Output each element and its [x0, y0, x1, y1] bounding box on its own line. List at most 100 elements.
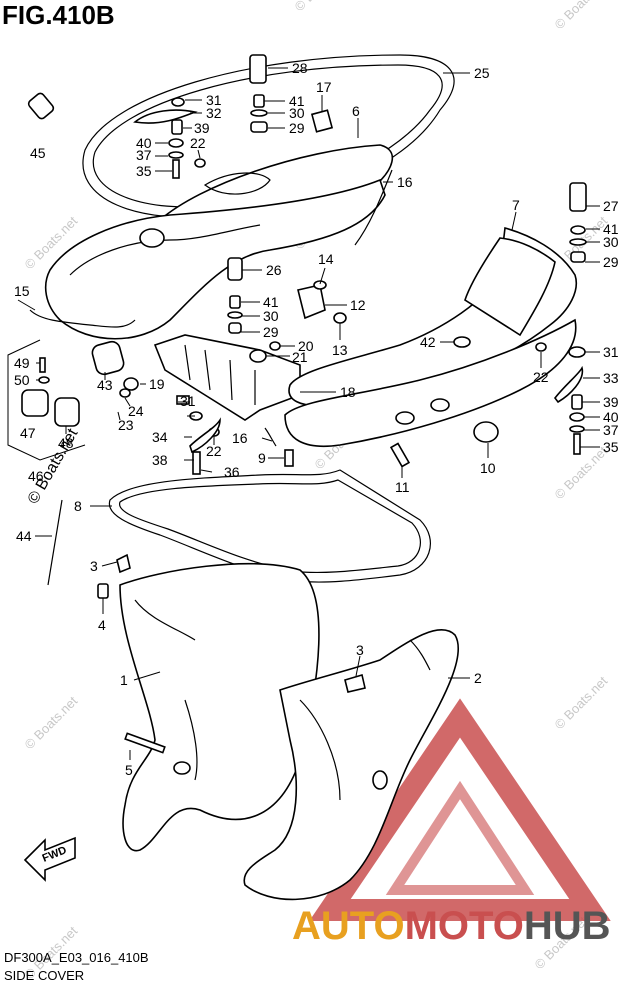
callout-13: 13 — [332, 342, 348, 358]
callout-39: 39 — [194, 120, 210, 136]
callout-37: 37 — [136, 147, 152, 163]
watermark-text: © Boats.net — [292, 0, 351, 14]
callout-23: 23 — [118, 417, 134, 433]
callout-28: 28 — [292, 60, 308, 76]
callout-42: 42 — [420, 334, 436, 350]
callout-27: 27 — [603, 198, 619, 214]
brand-logo-triangle — [309, 698, 611, 921]
upper-side-pan — [44, 178, 386, 340]
callout-29c: 29 — [263, 324, 279, 340]
callout-41: 41 — [289, 93, 305, 109]
seal-frame-part-8 — [108, 469, 431, 583]
callout-30b: 30 — [603, 234, 619, 250]
callout-3a: 3 — [90, 558, 98, 574]
callout-44: 44 — [16, 528, 32, 544]
callout-32: 32 — [206, 105, 222, 121]
callout-22: 22 — [190, 135, 206, 151]
callout-48: 48 — [58, 435, 74, 451]
cover-6-recess — [203, 172, 271, 195]
cap-part-10 — [473, 421, 499, 443]
figure-title: FIG.410B — [2, 0, 115, 30]
callout-31b: 31 — [180, 393, 196, 409]
callout-38: 38 — [152, 452, 168, 468]
callout-31: 31 — [206, 92, 222, 108]
callout-40: 40 — [136, 135, 152, 151]
callout-47: 47 — [20, 425, 36, 441]
lower-cover-part-1 — [119, 562, 320, 852]
watermark-text: © Boats.net — [552, 0, 611, 32]
callout-12: 12 — [350, 297, 366, 313]
cover-1-contour — [134, 599, 198, 781]
callout-35: 35 — [136, 163, 152, 179]
callout-19: 19 — [149, 376, 165, 392]
callout-15: 15 — [14, 283, 30, 299]
watermark-text: © Boats.net — [552, 673, 611, 732]
callout-29b: 29 — [603, 254, 619, 270]
callout-24: 24 — [128, 403, 144, 419]
callout-37b: 37 — [603, 422, 619, 438]
callout-17: 17 — [316, 79, 332, 95]
leader-lines — [17, 67, 600, 760]
callout-8: 8 — [74, 498, 82, 514]
lower-cover-part-2 — [243, 629, 460, 901]
callout-41c: 41 — [263, 294, 279, 310]
callout-21: 21 — [292, 349, 308, 365]
cover-2-contour — [299, 639, 431, 801]
callout-14: 14 — [318, 251, 334, 267]
callout-50: 50 — [14, 372, 30, 388]
callout-33: 33 — [603, 370, 619, 386]
callout-30: 30 — [289, 105, 305, 121]
callout-40b: 40 — [603, 409, 619, 425]
brand-part-2: MOTO — [404, 904, 524, 948]
panel-hole — [430, 398, 450, 412]
callout-2: 2 — [474, 670, 482, 686]
rear-cover-7-fin — [464, 237, 556, 337]
callout-36: 36 — [224, 464, 240, 480]
watermark-text: © Boats.net — [552, 443, 611, 502]
callout-34: 34 — [152, 429, 168, 445]
brand-part-1: AUTO — [292, 904, 405, 948]
callout-5: 5 — [125, 762, 133, 778]
callout-7: 7 — [512, 197, 520, 213]
brand-part-3: HUB — [523, 904, 611, 948]
cover-1-hole — [173, 761, 191, 775]
section-title: SIDE COVER — [4, 968, 85, 983]
callout-31c: 31 — [603, 344, 619, 360]
callout-labels: 28 25 41 30 29 17 6 31 32 39 40 37 35 22… — [14, 60, 619, 778]
callout-3b: 3 — [356, 642, 364, 658]
callout-39b: 39 — [603, 394, 619, 410]
brand-logo-text: AUTOMOTOHUB — [292, 904, 611, 949]
seal-ring-part-25 — [82, 54, 455, 218]
callout-16b: 16 — [232, 430, 248, 446]
seal-frame-inner — [119, 479, 421, 574]
callout-45: 45 — [30, 145, 46, 161]
fwd-arrow-icon: FWD — [23, 836, 76, 882]
callout-4: 4 — [98, 617, 106, 633]
callout-9: 9 — [258, 450, 266, 466]
panel-hole — [395, 411, 415, 425]
callout-43: 43 — [97, 377, 113, 393]
callout-26: 26 — [266, 262, 282, 278]
callout-46: 46 — [28, 468, 44, 484]
group-bracket-46 — [7, 339, 86, 461]
callout-22c: 22 — [533, 369, 549, 385]
side-panel-part-10 — [284, 318, 577, 447]
cable-part-15 — [29, 309, 136, 328]
strip-part-16-upper — [354, 169, 393, 246]
callout-41b: 41 — [603, 221, 619, 237]
bracket-18-detail — [184, 344, 256, 405]
callout-30c: 30 — [263, 308, 279, 324]
model-code: DF300A_E03_016_410B — [4, 950, 149, 965]
callout-1: 1 — [120, 672, 128, 688]
callout-49: 49 — [14, 355, 30, 371]
callout-22b: 22 — [206, 443, 222, 459]
pan-inner-line — [69, 224, 261, 276]
pan-hole — [139, 228, 165, 248]
callout-20: 20 — [298, 338, 314, 354]
watermark-text: © Boats.net — [22, 693, 81, 752]
callout-6: 6 — [352, 103, 360, 119]
hardware-parts — [21, 54, 587, 754]
callout-35b: 35 — [603, 439, 619, 455]
cover-2-hole — [372, 770, 388, 790]
